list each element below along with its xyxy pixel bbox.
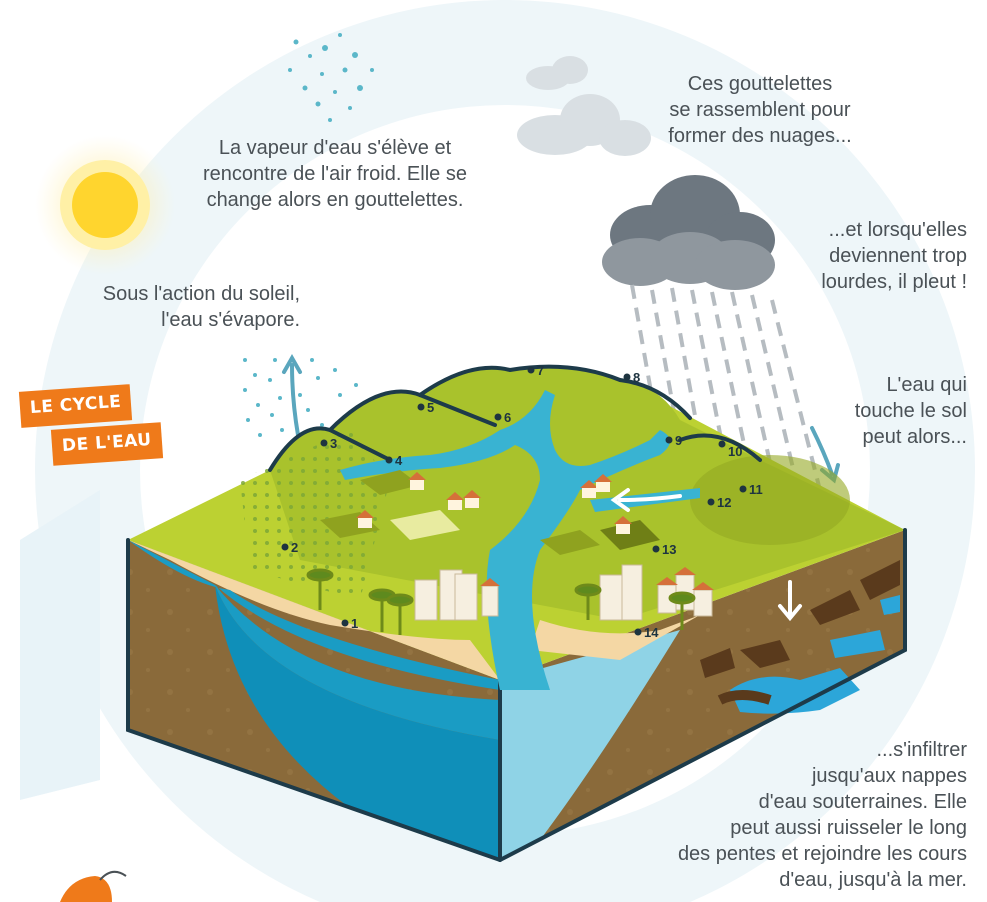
caption-clouds: Ces gouttelettes se rassemblent pour for…: [668, 73, 852, 147]
caption-rain: ...et lorsqu'elles deviennent trop lourd…: [821, 219, 967, 293]
markers: 1 2 3 4 5 6 7 8 9 10 11 12 13 14: [281, 363, 763, 640]
svg-text:5: 5: [427, 400, 434, 415]
flow-arrow-icon: [610, 488, 682, 512]
svg-text:14: 14: [644, 625, 659, 640]
marker-14: 14: [634, 625, 659, 640]
svg-text:3: 3: [330, 436, 337, 451]
vapour-dots: [288, 33, 374, 122]
marker-7: 7: [527, 363, 544, 378]
landscape-block: [126, 364, 907, 863]
marker-12: 12: [707, 495, 731, 510]
svg-text:6: 6: [504, 410, 511, 425]
marker-1: 1: [341, 616, 358, 631]
logo-icon: [60, 870, 127, 902]
marker-6: 6: [494, 410, 511, 425]
svg-text:12: 12: [717, 495, 731, 510]
svg-text:9: 9: [675, 433, 682, 448]
marker-3: 3: [320, 436, 337, 451]
svg-text:8: 8: [633, 370, 640, 385]
svg-text:11: 11: [749, 482, 763, 497]
marker-4: 4: [385, 453, 403, 468]
marker-2: 2: [281, 540, 298, 555]
infiltration-arrow-icon: [778, 580, 802, 622]
houses: [356, 472, 632, 534]
marker-5: 5: [417, 400, 434, 415]
caption-ground: L'eau qui touche le sol peut alors...: [854, 374, 967, 448]
cloud-small-icon: [517, 56, 651, 156]
rain-cloud-icon: [602, 175, 775, 290]
marker-9: 9: [665, 433, 682, 448]
marker-10: 10: [718, 440, 742, 459]
marker-8: 8: [623, 370, 640, 385]
ridge-lines: [126, 364, 907, 863]
marker-11: 11: [739, 482, 763, 497]
caption-infiltration: ...s'infiltrer jusqu'aux nappes d'eau so…: [677, 739, 967, 891]
marker-13: 13: [652, 542, 676, 557]
svg-text:4: 4: [395, 453, 403, 468]
sun-icon: [35, 135, 175, 275]
palm-trees: [306, 568, 696, 635]
svg-text:10: 10: [728, 444, 742, 459]
evaporation-arrow-icon: [282, 353, 302, 437]
svg-text:1: 1: [351, 616, 358, 631]
caption-evaporation: Sous l'action du soleil, l'eau s'évapore…: [102, 283, 300, 331]
svg-text:13: 13: [662, 542, 676, 557]
title-badge-line2: DE L'EAU: [50, 422, 163, 466]
svg-text:2: 2: [291, 540, 298, 555]
caption-condensation: La vapeur d'eau s'élève et rencontre de …: [203, 137, 467, 211]
svg-text:7: 7: [537, 363, 544, 378]
